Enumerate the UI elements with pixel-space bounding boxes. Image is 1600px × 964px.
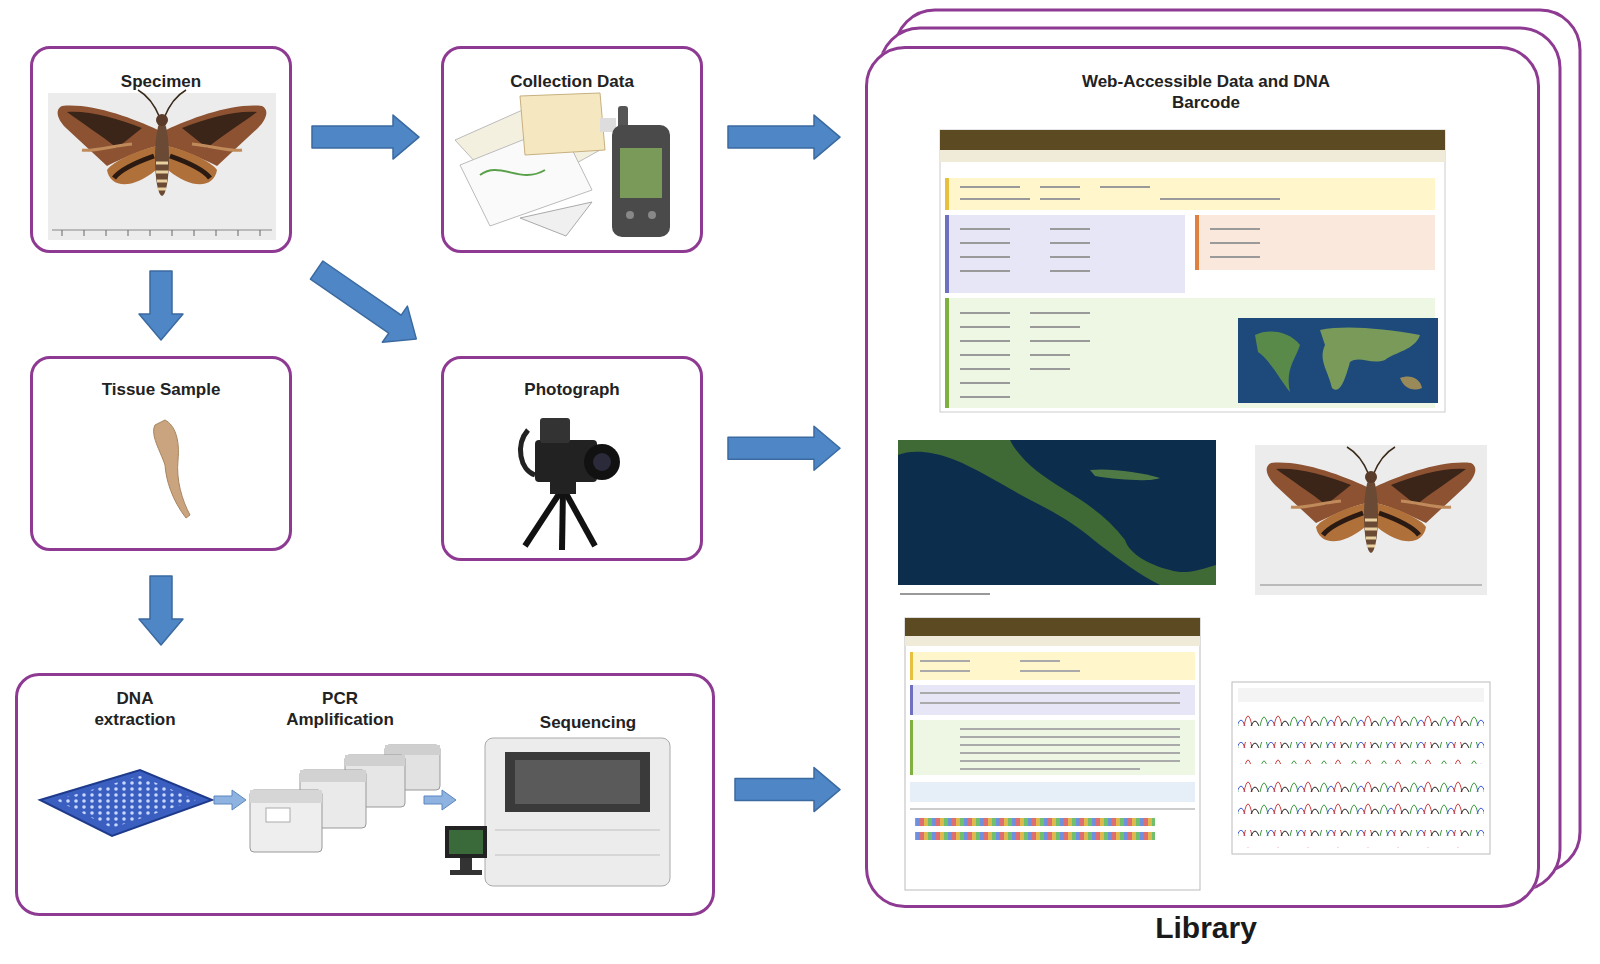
block-arrow	[735, 768, 840, 812]
tissue-sample-box: Tissue Sample	[30, 356, 292, 551]
step-label: Sequencing	[513, 712, 663, 733]
block-arrow	[728, 115, 840, 159]
block-arrow	[139, 271, 183, 340]
specimen-box: Specimen	[30, 46, 292, 253]
block-arrow	[728, 426, 840, 470]
collection-data-box: Collection Data	[441, 46, 703, 253]
lab-process-box: DNA extraction PCR AmplificationSequencin…	[15, 673, 715, 916]
block-arrow	[310, 261, 416, 342]
library-title: Web-Accessible Data and DNA Barcode	[1066, 71, 1346, 114]
library-card: Web-Accessible Data and DNA BarcodeLibra…	[865, 46, 1540, 908]
block-arrow	[139, 576, 183, 645]
photograph-box: Photograph	[441, 356, 703, 561]
box-title: Collection Data	[457, 71, 687, 92]
step-label: DNA extraction	[80, 688, 190, 731]
step-label: PCR Amplification	[270, 688, 410, 731]
library-label: Library	[1106, 909, 1306, 947]
box-title: Photograph	[457, 379, 687, 400]
box-title: Tissue Sample	[46, 379, 276, 400]
block-arrow	[312, 115, 419, 159]
box-title: Specimen	[46, 71, 276, 92]
